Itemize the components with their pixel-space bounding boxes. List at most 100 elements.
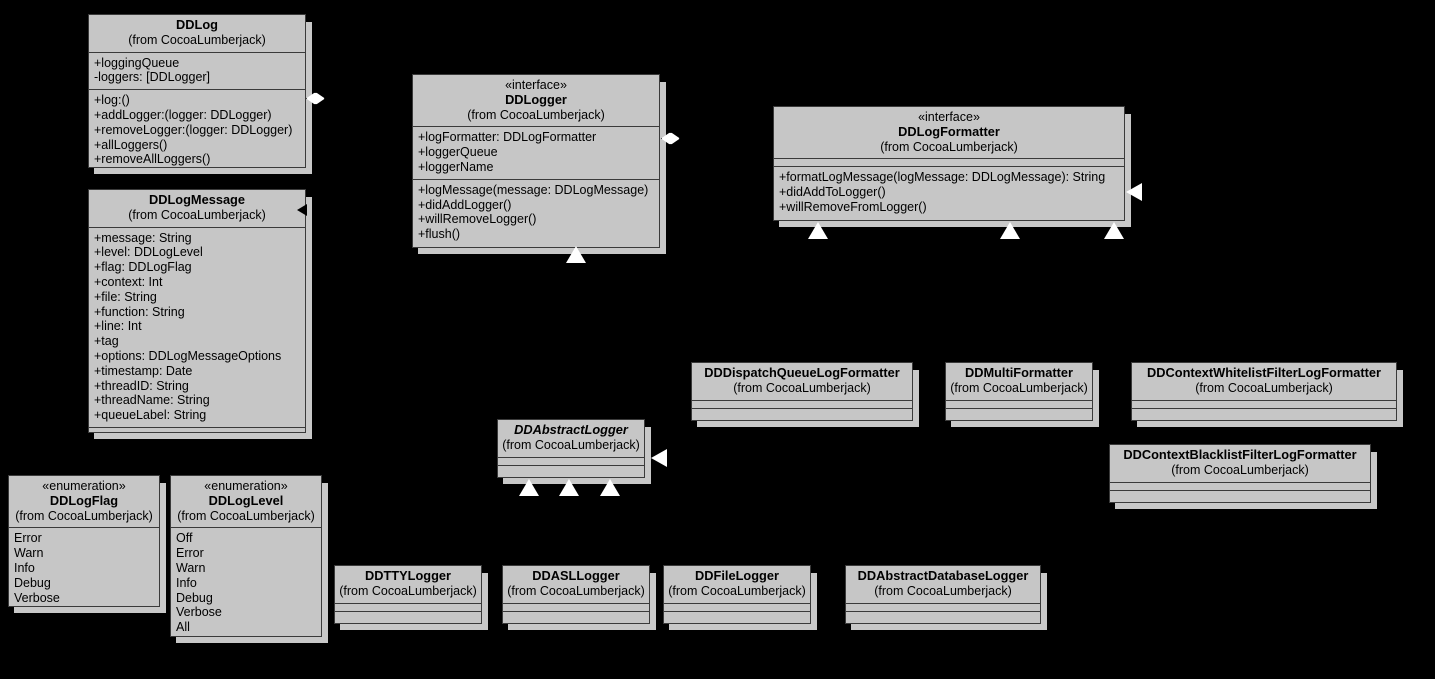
attribute-row: +threadID: String: [94, 378, 189, 393]
attribute-row: +logFormatter: DDLogFormatter: [418, 130, 597, 145]
attribute-row: -loggers: [DDLogger]: [94, 70, 211, 85]
operation-row: +willRemoveLogger(): [418, 212, 537, 227]
class-box-ddabstractlogger[interactable]: DDAbstractLogger (from CocoaLumberjack): [497, 419, 645, 478]
attribute-row: +context: Int: [94, 274, 163, 289]
attributes-compartment: [664, 604, 810, 612]
class-package: (from CocoaLumberjack): [874, 583, 1012, 598]
class-package: (from CocoaLumberjack): [128, 32, 266, 47]
class-name: DDAbstractDatabaseLogger: [857, 568, 1029, 583]
class-box-ddttylogger[interactable]: DDTTYLogger (from CocoaLumberjack): [334, 565, 482, 624]
attribute-row: +loggerQueue: [418, 145, 498, 160]
attribute-row: +function: String: [94, 304, 185, 319]
attributes-compartment: [498, 458, 644, 466]
class-header: «interface» DDLogFormatter (from CocoaLu…: [774, 107, 1124, 160]
enum-value-row: Info: [176, 575, 197, 590]
class-name: DDMultiFormatter: [964, 365, 1074, 380]
class-box-ddasllogger[interactable]: DDASLLogger (from CocoaLumberjack): [502, 565, 650, 624]
class-package: (from CocoaLumberjack): [668, 583, 806, 598]
operation-row: +didAddLogger(): [418, 197, 512, 212]
attribute-row: +file: String: [94, 289, 157, 304]
class-package: (from CocoaLumberjack): [507, 583, 645, 598]
class-box-dddispatchqueuelogformatter[interactable]: DDDispatchQueueLogFormatter (from CocoaL…: [691, 362, 913, 421]
class-package: (from CocoaLumberjack): [467, 107, 605, 122]
operations-compartment: [846, 612, 1040, 619]
class-box-ddabstractdatabaselogger[interactable]: DDAbstractDatabaseLogger (from CocoaLumb…: [845, 565, 1041, 624]
class-package: (from CocoaLumberjack): [177, 508, 315, 523]
class-header: DDLogMessage (from CocoaLumberjack): [89, 190, 305, 228]
class-box-ddfilelogger[interactable]: DDFileLogger (from CocoaLumberjack): [663, 565, 811, 624]
class-header: DDTTYLogger (from CocoaLumberjack): [335, 566, 481, 604]
class-package: (from CocoaLumberjack): [15, 508, 153, 523]
class-box-ddloglevel[interactable]: «enumeration» DDLogLevel (from CocoaLumb…: [170, 475, 322, 637]
attributes-compartment: +message: String +level: DDLogLevel +fla…: [89, 228, 305, 428]
attribute-row: +timestamp: Date: [94, 363, 193, 378]
enum-value-row: Debug: [176, 590, 213, 605]
inheritance-triangle-abstractlogger-a: [519, 479, 539, 496]
operations-compartment: +logMessage(message: DDLogMessage) +didA…: [413, 180, 659, 246]
attribute-row: +threadName: String: [94, 393, 210, 408]
operations-compartment: [89, 428, 305, 435]
attribute-row: +options: DDLogMessageOptions: [94, 348, 282, 363]
attribute-row: +tag: [94, 334, 119, 349]
class-stereotype: «enumeration»: [204, 479, 288, 493]
class-name: DDLogFormatter: [898, 123, 1000, 139]
class-header: DDASLLogger (from CocoaLumberjack): [503, 566, 649, 604]
operation-row: +didAddToLogger(): [779, 185, 886, 200]
operation-row: +willRemoveFromLogger(): [779, 199, 927, 214]
operation-row: +flush(): [418, 227, 461, 242]
attributes-compartment: [335, 604, 481, 612]
realization-triangle-ddlogformatter-right: [1126, 183, 1142, 201]
class-box-ddmultiformatter[interactable]: DDMultiFormatter (from CocoaLumberjack): [945, 362, 1093, 421]
class-package: (from CocoaLumberjack): [733, 380, 871, 395]
class-package: (from CocoaLumberjack): [128, 207, 266, 222]
dependency-arrow-ddlogmessage: [297, 204, 307, 216]
class-header: DDAbstractLogger (from CocoaLumberjack): [498, 420, 644, 458]
operation-row: +log:(): [94, 93, 130, 108]
class-box-ddlog[interactable]: DDLog (from CocoaLumberjack) +loggingQue…: [88, 14, 306, 168]
class-header: DDDispatchQueueLogFormatter (from CocoaL…: [692, 363, 912, 401]
realization-triangle-ddlogger: [566, 246, 586, 263]
enum-values-compartment: Error Warn Info Debug Verbose: [9, 528, 159, 609]
inheritance-triangle-abstractlogger-b: [559, 479, 579, 496]
class-box-ddlogger[interactable]: «interface» DDLogger (from CocoaLumberja…: [412, 74, 660, 248]
class-header: DDMultiFormatter (from CocoaLumberjack): [946, 363, 1092, 401]
operations-compartment: [335, 612, 481, 619]
enum-value-row: Off: [176, 531, 193, 546]
enum-value-row: All: [176, 620, 190, 635]
class-header: «interface» DDLogger (from CocoaLumberja…: [413, 75, 659, 128]
class-header: DDFileLogger (from CocoaLumberjack): [664, 566, 810, 604]
class-name: DDDispatchQueueLogFormatter: [704, 365, 900, 380]
attributes-compartment: [1132, 401, 1396, 409]
class-name: DDFileLogger: [695, 568, 779, 583]
class-name: DDASLLogger: [532, 568, 620, 583]
class-box-ddcontextblacklistfilterlogformatter[interactable]: DDContextBlacklistFilterLogFormatter (fr…: [1109, 444, 1371, 503]
enum-values-compartment: Off Error Warn Info Debug Verbose All: [171, 528, 321, 639]
aggregation-diamond-ddlog-ddlogger: [306, 92, 325, 105]
class-box-ddlogmessage[interactable]: DDLogMessage (from CocoaLumberjack) +mes…: [88, 189, 306, 433]
operations-compartment: [498, 466, 644, 473]
class-package: (from CocoaLumberjack): [880, 139, 1018, 154]
class-name: DDContextBlacklistFilterLogFormatter: [1123, 447, 1357, 462]
operations-compartment: [1110, 491, 1370, 498]
realization-triangle-ddlogformatter-c: [1104, 222, 1124, 239]
class-stereotype: «interface»: [918, 110, 980, 124]
class-package: (from CocoaLumberjack): [339, 583, 477, 598]
operation-row: +logMessage(message: DDLogMessage): [418, 182, 649, 197]
class-package: (from CocoaLumberjack): [1171, 462, 1309, 477]
class-header: DDLog (from CocoaLumberjack): [89, 15, 305, 53]
attribute-row: +line: Int: [94, 319, 142, 334]
class-header: DDContextBlacklistFilterLogFormatter (fr…: [1110, 445, 1370, 483]
class-box-ddcontextwhitelistfilterlogformatter[interactable]: DDContextWhitelistFilterLogFormatter (fr…: [1131, 362, 1397, 421]
attribute-row: +loggerName: [418, 159, 494, 174]
class-name: DDContextWhitelistFilterLogFormatter: [1147, 365, 1381, 380]
attributes-compartment: [846, 604, 1040, 612]
operations-compartment: [503, 612, 649, 619]
enum-value-row: Verbose: [176, 605, 222, 620]
operations-compartment: +formatLogMessage(logMessage: DDLogMessa…: [774, 167, 1124, 218]
class-header: DDAbstractDatabaseLogger (from CocoaLumb…: [846, 566, 1040, 604]
attribute-row: +level: DDLogLevel: [94, 245, 203, 260]
class-box-ddlogflag[interactable]: «enumeration» DDLogFlag (from CocoaLumbe…: [8, 475, 160, 607]
class-box-ddlogformatter[interactable]: «interface» DDLogFormatter (from CocoaLu…: [773, 106, 1125, 221]
class-stereotype: «interface»: [505, 78, 567, 92]
